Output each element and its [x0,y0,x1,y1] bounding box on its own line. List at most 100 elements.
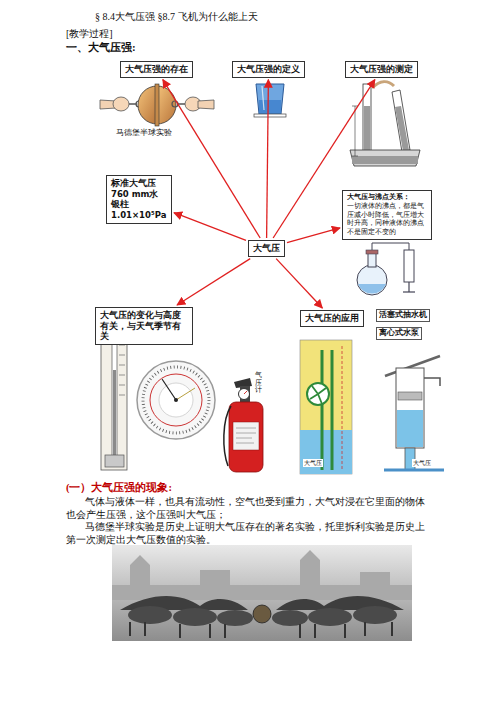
aneroid-dial-part [174,398,178,402]
fire-extinguisher-part [229,402,263,472]
heading-label: 一、大气压强: [66,40,136,55]
figure-label: [教学过程] [66,27,113,41]
fire-extinguisher-part [224,406,231,466]
concept-box: 大气压强的测定 [345,61,418,78]
heading-label: 离心式水泵 [376,327,422,340]
box-text: 大气压强的定义 [237,64,300,75]
magdeburg-horses-image-part [128,606,172,624]
box-text: 大气压的变化与高度有关，与天气季节有关 [100,310,188,342]
figure-label: 气压计 [255,372,262,395]
concept-box: 大气压与沸点关系：一切液体的沸点，都是气压减小时降低，气压增大时升高，同种液体的… [342,190,432,240]
aneroid-dial-part [176,388,195,400]
cup-experiment-part [262,86,264,110]
fire-extinguisher-part [239,389,250,400]
concept-box: 大气压强的定义 [232,61,305,78]
concept-arrow [267,80,269,238]
aneroid-dial-part [162,379,176,400]
boiling-flask-part [357,265,387,295]
torricelli-apparatus-part [352,156,358,157]
paragraph: 马德堡半球实验是历史上证明大气压存在的著名实验，托里拆利实验是历史上第一次测定出… [66,521,434,547]
torricelli-apparatus [350,82,420,166]
torricelli-apparatus-part [395,106,409,151]
box-text: 大气压 [253,243,280,254]
aneroid-dial-part [150,374,202,426]
heading-label: 活塞式抽水机 [376,309,430,322]
concept-box: 大气压的变化与高度有关，与天气季节有关 [95,307,193,345]
concept-box: 标准大气压 760 mm水银柱 1.01×10⁵Pa [106,175,172,224]
torricelli-apparatus-part [352,156,418,164]
concept-arrow [174,213,246,241]
mercury-barometer-part [105,455,124,467]
water-pumps-part [322,350,332,470]
water-pumps-part [398,392,422,400]
torricelli-apparatus-part [350,150,420,166]
boiling-flask-part [408,282,409,292]
magdeburg-horses-image-part [353,606,397,624]
magdeburg-horses-image-part [112,545,412,641]
magdeburg-horses-image-part [217,610,253,626]
magdeburg-hemispheres-part [157,86,176,124]
water-pumps-part [300,340,352,474]
aneroid-dial [137,361,215,439]
heading-label: (一）大气压强的现象: [66,481,172,495]
water-pumps-part [342,346,343,470]
magdeburg-hemispheres-part [113,97,129,111]
magdeburg-horses-image [112,545,412,641]
magdeburg-horses-image-part [308,608,352,626]
fire-extinguisher-part [236,428,256,443]
water-pumps-part [310,386,326,404]
box-text: 标准大气压 760 mm水银柱 1.01×10⁵Pa [111,178,167,221]
torricelli-apparatus-part [372,82,394,88]
torricelli-apparatus-part [392,90,410,152]
torricelli-apparatus-part [364,106,370,157]
mercury-barometer-part [119,345,125,395]
paragraph: 气体与液体一样，也具有流动性，空气也受到重力，大气对浸在它里面的物体也会产生压强… [66,496,434,522]
page-title: § 8.4大气压强 §8.7 飞机为什么能上天 [95,10,258,24]
fire-extinguisher-part [233,422,259,450]
mercury-barometer [101,334,127,470]
magdeburg-horses-image-part [173,608,217,626]
mercury-barometer-part [112,338,117,460]
magdeburg-horses-image-part [112,550,412,600]
cup-experiment [254,84,286,117]
water-pumps-part [424,378,440,386]
aneroid-dial-part [159,383,193,417]
boiling-flask [357,243,415,295]
water-pumps-part [307,383,329,405]
figure-label: 马德堡半球实验 [116,128,172,138]
concept-box: 大气压的应用 [300,310,364,327]
water-pumps-part [396,368,424,448]
box-text: 大气压强的存在 [125,64,188,75]
water-pumps-part [300,430,352,474]
magdeburg-horses-image-part [130,622,392,638]
boiling-flask-part [404,250,414,282]
concept-arrow [177,259,250,305]
concept-box: 大气压强的存在 [120,61,193,78]
magdeburg-horses-image-part [272,610,308,626]
figure-label: 大气压 [412,459,432,467]
boiling-flask-part [403,291,415,292]
mercury-barometer-part [113,370,116,459]
box-body: 一切液体的沸点，都是气压减小时降低，气压增大时升高，同种液体的沸点不是固定不变的 [347,202,427,237]
concept-box: 大气压 [248,240,285,257]
fire-extinguisher-part [244,391,247,394]
boiling-flask-part [366,250,378,254]
concept-arrow [276,259,322,308]
torricelli-apparatus-part [355,106,356,156]
aneroid-dial-part [137,361,215,439]
boiling-flask-part [372,243,409,250]
aneroid-dial-part [143,367,209,433]
magdeburg-hemispheres [100,84,214,126]
box-text: 大气压强的测定 [350,64,413,75]
water-pumps-part [397,410,423,447]
magdeburg-horses-image-part [253,605,271,623]
cup-experiment-part [256,84,284,114]
concept-arrow [287,228,340,243]
box-text: 大气压与沸点关系： [347,193,427,202]
mercury-barometer-part [101,334,127,470]
magdeburg-hemispheres-part [138,86,157,124]
boiling-flask-part [358,284,386,294]
magdeburg-hemispheres-part [155,84,159,126]
